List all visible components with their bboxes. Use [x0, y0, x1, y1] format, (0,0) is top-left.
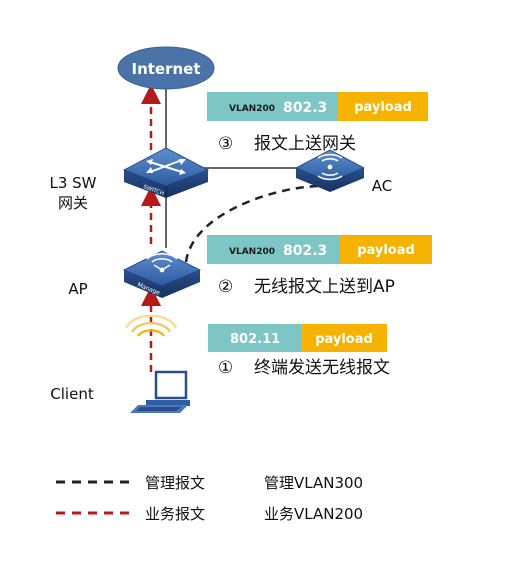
management-tunnel — [184, 184, 319, 263]
ac-label: AC — [372, 177, 392, 195]
frame-payload — [301, 324, 387, 352]
frame-vlan-tag: VLAN200 — [229, 104, 275, 114]
frame-vlan-tag: VLAN200 — [229, 247, 275, 257]
frame-proto: 802.3 — [283, 100, 327, 116]
frame-step-1: 802.11 payload — [208, 324, 387, 352]
frame-payload — [340, 235, 432, 264]
switch-icon: SWITCH — [123, 147, 209, 198]
wireless-waves-icon — [124, 314, 178, 337]
frame-payload — [338, 92, 428, 121]
frame-proto: 802.3 — [283, 243, 327, 259]
frame-payload-label: payload — [315, 332, 373, 347]
legend-manage-desc: 管理VLAN300 — [264, 474, 363, 492]
ac-icon — [295, 149, 365, 192]
frame-proto: 802.11 — [230, 332, 280, 347]
client-label: Client — [50, 385, 94, 403]
step-1-text: 终端发送无线报文 — [254, 358, 390, 378]
step-2-number: ② — [218, 277, 233, 297]
internet-node: Internet — [117, 46, 215, 90]
switch-label-line2: 网关 — [58, 194, 88, 212]
legend-business-desc: 业务VLAN200 — [264, 505, 363, 523]
frame-payload-label: payload — [354, 100, 412, 115]
frame-step-2: VLAN200 802.3 payload — [207, 235, 432, 264]
step-3-number: ③ — [218, 134, 233, 154]
frame-step-3: VLAN200 802.3 payload — [207, 92, 428, 121]
ap-icon: Manage — [123, 250, 201, 298]
frame-header — [207, 92, 338, 121]
switch-label-line1: L3 SW — [49, 174, 96, 192]
frame-payload-label: payload — [357, 243, 415, 258]
internet-label: Internet — [131, 60, 200, 78]
step-1-number: ① — [218, 358, 233, 378]
laptop-icon — [130, 370, 190, 413]
step-3-text: 报文上送网关 — [254, 134, 356, 154]
legend: 管理报文 管理VLAN300 业务报文 业务VLAN200 — [56, 474, 363, 523]
frame-header — [208, 324, 301, 352]
frame-header — [207, 235, 340, 264]
internet-ellipse — [117, 46, 215, 90]
ap-label: AP — [68, 280, 87, 298]
legend-manage-label: 管理报文 — [145, 474, 205, 492]
legend-business-label: 业务报文 — [145, 505, 205, 523]
step-2-text: 无线报文上送到AP — [254, 277, 395, 297]
